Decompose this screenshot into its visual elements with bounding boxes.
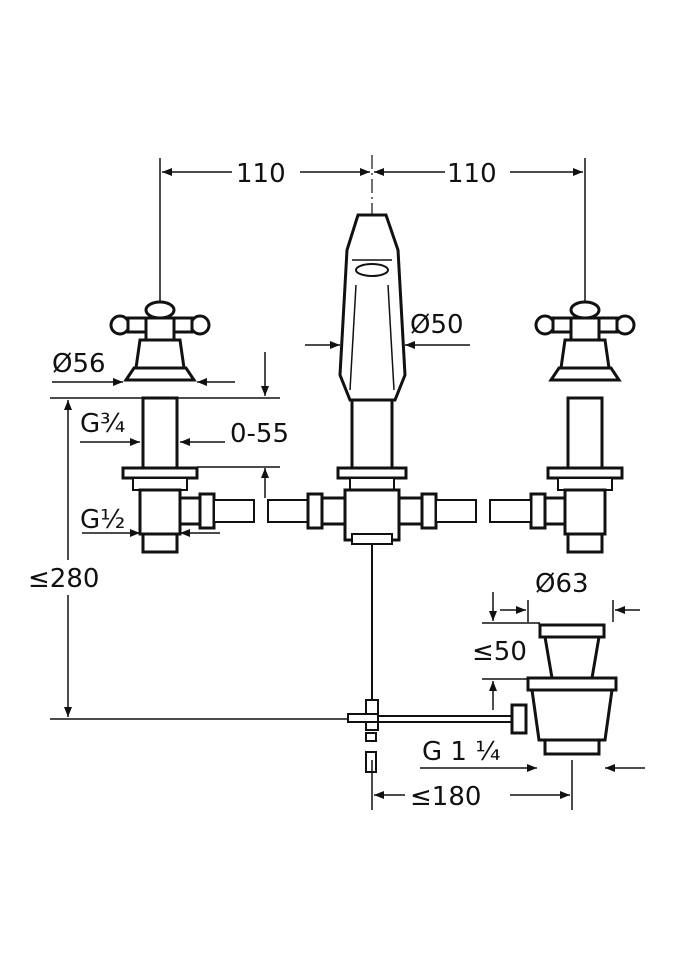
top-dimension: 110 110	[159, 158, 586, 305]
waste-thread-label: G 1 ¼	[422, 737, 500, 767]
thread-lower-label: G½	[80, 505, 125, 535]
right-spacing-label: 110	[447, 159, 497, 189]
waste-diameter-label: Ø63	[535, 569, 589, 599]
spout-diameter-label: Ø50	[410, 310, 464, 340]
popup-rod	[347, 544, 512, 773]
thread-upper-label: G¾	[80, 409, 125, 439]
connecting-hoses	[267, 492, 477, 530]
left-spacing-label: 110	[236, 159, 286, 189]
rod-length-label: ≤180	[410, 782, 481, 812]
spout	[336, 213, 408, 545]
handle-diameter-label: Ø56	[52, 349, 106, 379]
waste-height-label: ≤50	[472, 637, 527, 667]
waste-fitting	[510, 623, 618, 756]
adjust-range-label: 0-55	[230, 419, 289, 449]
total-height-label: ≤280	[28, 564, 99, 594]
right-valve	[489, 300, 636, 554]
